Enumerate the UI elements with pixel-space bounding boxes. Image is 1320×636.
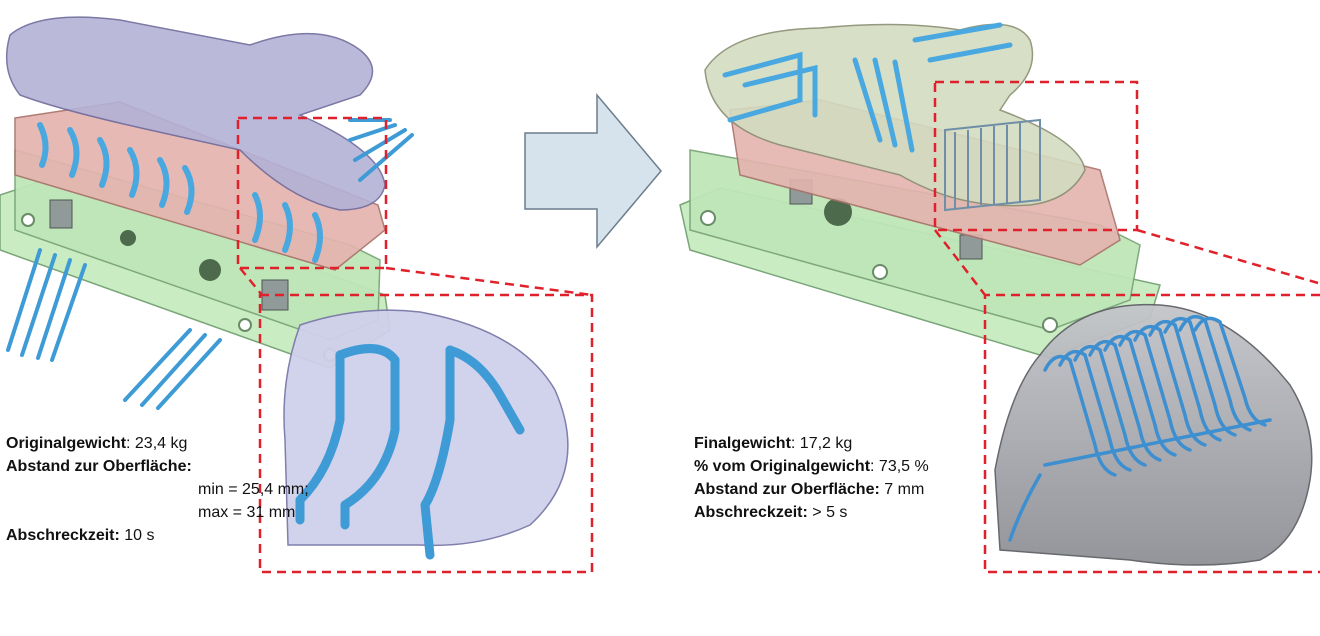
right-mount-hole	[1042, 317, 1058, 333]
left-bore-hole	[199, 259, 221, 281]
left-leader-line	[239, 267, 263, 296]
percent-value: 73,5 %	[878, 458, 929, 475]
right-leader-line	[1136, 228, 1319, 285]
right-conformal-grid	[944, 118, 1041, 212]
distance-min: min = 25,4 mm;	[198, 481, 309, 498]
distance-max: max = 31 mm	[198, 504, 296, 521]
original-weight-row: Originalgewicht: 23,4 kg	[6, 435, 188, 452]
final-weight-label: Finalgewicht	[694, 435, 791, 452]
right-mount-hole	[700, 210, 716, 226]
quench-row: Abschreckzeit: > 5 s	[694, 501, 929, 524]
left-detail-part	[283, 309, 569, 547]
left-detail-channels	[295, 344, 525, 560]
quench-value: > 5 s	[812, 504, 848, 521]
quench-value: 10 s	[124, 527, 155, 544]
original-detail-view	[258, 293, 594, 574]
optimized-detail-view	[983, 293, 1320, 574]
left-cooling-channels	[37, 122, 323, 263]
left-detail-box	[258, 293, 594, 574]
distance-row: Abstand zur Oberfläche: 7 mm	[694, 478, 929, 501]
optimized-mold-illustration	[679, 22, 1319, 359]
percent-label: % vom Originalgewicht	[694, 458, 871, 475]
quench-label: Abschreckzeit:	[694, 504, 808, 521]
left-pipe-leads	[6, 118, 414, 410]
distance-label: Abstand zur Oberfläche:	[6, 458, 192, 475]
left-bore-hole	[120, 230, 136, 246]
transition-arrow	[524, 92, 662, 250]
final-weight-row: Finalgewicht: 17,2 kg	[694, 435, 853, 452]
left-leader-line	[385, 266, 593, 297]
distance-label: Abstand zur Oberfläche:	[694, 481, 880, 498]
right-detail-box	[983, 293, 1320, 574]
left-mount-hole	[21, 213, 35, 227]
right-cooling-channels	[722, 22, 1013, 153]
final-weight-value: 17,2 kg	[799, 435, 853, 452]
quench-row: Abschreckzeit: 10 s	[6, 524, 309, 547]
optimized-specs: Finalgewicht: 17,2 kg % vom Originalgewi…	[694, 432, 929, 524]
left-clamp	[49, 199, 73, 229]
right-detail-channels	[1008, 314, 1272, 542]
original-specs: Originalgewicht: 23,4 kg Abstand zur Obe…	[6, 432, 309, 547]
percent-row: % vom Originalgewicht: 73,5 %	[694, 458, 929, 475]
distance-row: Abstand zur Oberfläche:	[6, 455, 309, 478]
quench-label: Abschreckzeit:	[6, 527, 120, 544]
right-mount-hole	[872, 264, 888, 280]
right-leader-line	[934, 229, 986, 296]
distance-value: 7 mm	[884, 481, 925, 498]
original-mold-illustration	[0, 16, 593, 410]
left-mount-hole	[238, 318, 252, 332]
original-weight-label: Originalgewicht	[6, 435, 127, 452]
right-region-highlight	[933, 80, 1139, 232]
right-bore-hole	[824, 198, 852, 226]
original-weight-value: 23,4 kg	[134, 435, 188, 452]
